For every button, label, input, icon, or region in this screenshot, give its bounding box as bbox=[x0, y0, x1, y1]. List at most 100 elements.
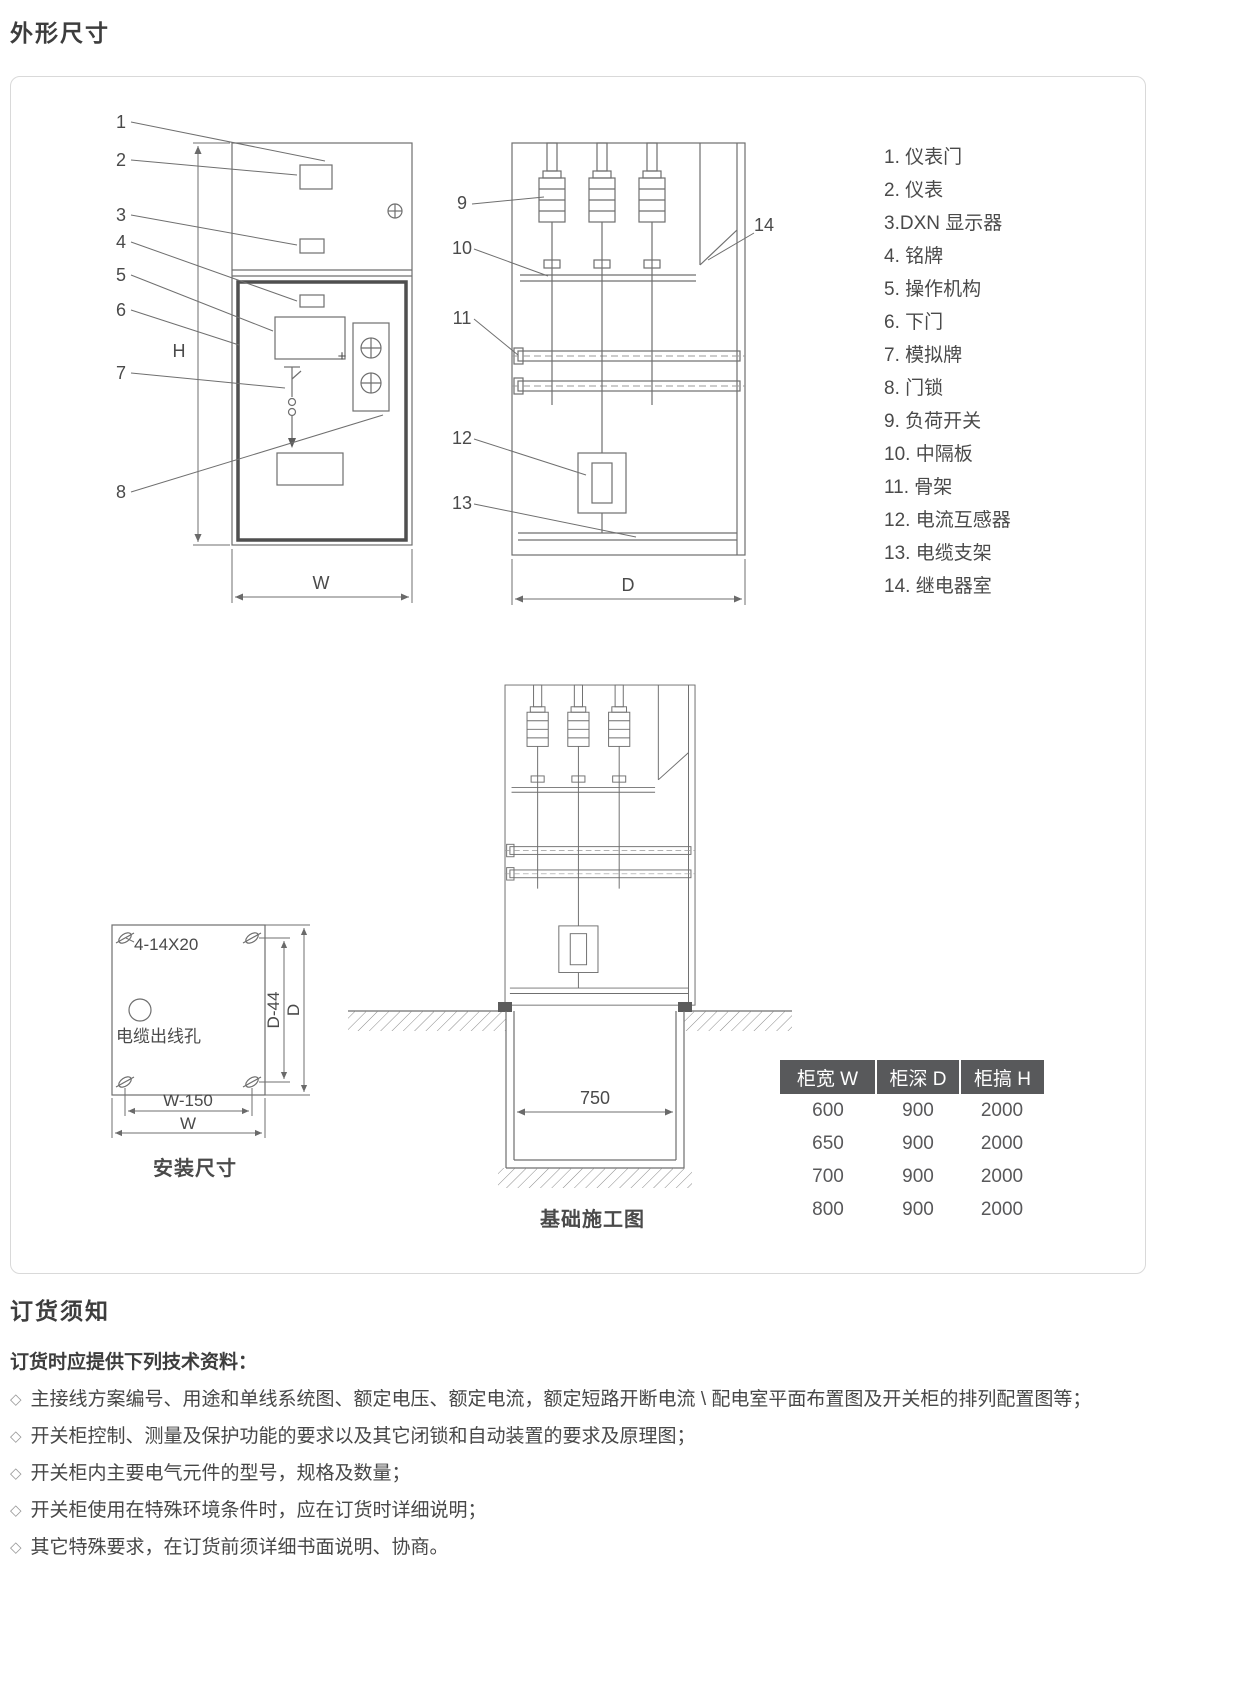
diamond-bullet-icon: ◇ bbox=[10, 1391, 22, 1408]
cell-width: 600 bbox=[780, 1094, 876, 1127]
parts-item: 5. 操作机构 bbox=[884, 279, 982, 300]
diamond-bullet-icon: ◇ bbox=[10, 1428, 22, 1445]
install-plan-body bbox=[111, 924, 266, 1096]
notes-heading: 订货时应提供下列技术资料： bbox=[10, 1352, 258, 1373]
dim-h-label: H bbox=[173, 341, 186, 361]
front-view-cabinet bbox=[231, 142, 413, 546]
note-item: ◇ 开关柜内主要电气元件的型号，规格及数量； bbox=[10, 1455, 1091, 1492]
front-view-dimensions bbox=[193, 142, 413, 603]
dim-d-label-install: D bbox=[284, 1004, 303, 1016]
dimension-table: 柜宽 W 柜深 D 柜搞 H 600 900 2000 650 900 2000… bbox=[780, 1060, 1044, 1226]
col-header-depth: 柜深 D bbox=[876, 1060, 961, 1094]
dim-w-label-install: W bbox=[180, 1114, 196, 1133]
dim-w-label: W bbox=[313, 573, 330, 593]
parts-item: 11. 骨架 bbox=[884, 477, 953, 498]
bolt-slot bbox=[115, 932, 135, 944]
parts-item: 7. 模拟牌 bbox=[884, 345, 963, 366]
callout-13: 13 bbox=[452, 493, 472, 513]
side-view-drawing: D 9 10 11 12 13 14 bbox=[452, 142, 774, 605]
callout-9: 9 bbox=[457, 193, 467, 213]
diamond-bullet-icon: ◇ bbox=[10, 1539, 22, 1556]
callout-4: 4 bbox=[116, 232, 126, 252]
front-view-drawing: + H W 1 2 3 4 5 6 7 8 bbox=[116, 112, 413, 603]
side-view-cabinet bbox=[511, 142, 746, 556]
foundation-drawing: 750 bbox=[348, 684, 792, 1188]
callout-8: 8 bbox=[116, 482, 126, 502]
parts-item: 12. 电流互感器 bbox=[884, 510, 1011, 531]
callout-6: 6 bbox=[116, 300, 126, 320]
parts-item: 1. 仪表门 bbox=[884, 147, 963, 168]
cell-width: 700 bbox=[780, 1160, 876, 1193]
cell-depth: 900 bbox=[876, 1127, 960, 1160]
page-title: 外形尺寸 bbox=[10, 20, 110, 46]
bolt-slot bbox=[115, 1076, 135, 1088]
note-item: ◇ 开关柜使用在特殊环境条件时，应在订货时详细说明； bbox=[10, 1492, 1091, 1529]
install-dim-lines bbox=[111, 924, 310, 1138]
parts-item: 8. 门锁 bbox=[884, 378, 944, 399]
callout-3: 3 bbox=[116, 205, 126, 225]
foundation-caption: 基础施工图 bbox=[540, 1209, 645, 1231]
note-item: ◇ 开关柜控制、测量及保护功能的要求以及其它闭锁和自动装置的要求及原理图； bbox=[10, 1418, 1091, 1455]
diamond-bullet-icon: ◇ bbox=[10, 1465, 22, 1482]
parts-item: 6. 下门 bbox=[884, 312, 944, 333]
pit-width-label: 750 bbox=[580, 1088, 610, 1108]
cell-depth: 900 bbox=[876, 1160, 960, 1193]
callout-12: 12 bbox=[452, 428, 472, 448]
parts-item: 13. 电缆支架 bbox=[884, 543, 992, 564]
front-view-leaders bbox=[130, 121, 384, 493]
bushing-3 bbox=[638, 142, 666, 405]
cell-height: 2000 bbox=[960, 1193, 1044, 1226]
parts-item: 9. 负荷开关 bbox=[884, 411, 982, 432]
side-view-dimensions bbox=[511, 559, 746, 605]
note-item: ◇ 其它特殊要求，在订货前须详细书面说明、协商。 bbox=[10, 1529, 1091, 1566]
col-header-height: 柜搞 H bbox=[960, 1060, 1044, 1094]
parts-item: 2. 仪表 bbox=[884, 180, 944, 201]
note-text: 开关柜使用在特殊环境条件时，应在订货时详细说明； bbox=[30, 1500, 487, 1521]
callout-11: 11 bbox=[453, 308, 472, 328]
cell-height: 2000 bbox=[960, 1127, 1044, 1160]
table-header-row: 柜宽 W 柜深 D 柜搞 H bbox=[780, 1060, 1044, 1094]
dim-d-label: D bbox=[622, 575, 635, 595]
col-header-width: 柜宽 W bbox=[780, 1060, 877, 1094]
note-text: 其它特殊要求，在订货前须详细书面说明、协商。 bbox=[30, 1537, 449, 1558]
callout-2: 2 bbox=[116, 150, 126, 170]
cell-width: 800 bbox=[780, 1193, 876, 1226]
callout-5: 5 bbox=[116, 265, 126, 285]
note-text: 开关柜内主要电气元件的型号，规格及数量； bbox=[30, 1463, 411, 1484]
note-text: 主接线方案编号、用途和单线系统图、额定电压、额定电流，额定短路开断电流 \ 配电… bbox=[30, 1389, 1092, 1410]
cell-depth: 900 bbox=[876, 1193, 960, 1226]
callout-14: 14 bbox=[754, 215, 774, 235]
install-plan-drawing: 4-14X20 电缆出线孔 D-44 D W-150 W bbox=[111, 924, 310, 1138]
side-view-leaders bbox=[471, 196, 755, 538]
cell-height: 2000 bbox=[960, 1094, 1044, 1127]
diamond-bullet-icon: ◇ bbox=[10, 1502, 22, 1519]
cell-depth: 900 bbox=[876, 1094, 960, 1127]
bolt-slot bbox=[242, 932, 262, 944]
bolt-slot bbox=[242, 1076, 262, 1088]
table-row: 700 900 2000 bbox=[780, 1160, 1044, 1193]
note-text: 开关柜控制、测量及保护功能的要求以及其它闭锁和自动装置的要求及原理图； bbox=[30, 1426, 696, 1447]
cell-width: 650 bbox=[780, 1127, 876, 1160]
parts-item: 10. 中隔板 bbox=[884, 444, 973, 465]
table-row: 800 900 2000 bbox=[780, 1193, 1044, 1226]
parts-item: 4. 铭牌 bbox=[884, 246, 944, 267]
callout-10: 10 bbox=[452, 238, 472, 258]
plus-mark: + bbox=[338, 348, 347, 365]
parts-list: 1. 仪表门 2. 仪表 3.DXN 显示器 4. 铭牌 5. 操作机构 6. … bbox=[884, 141, 1011, 603]
side-view-copy bbox=[504, 684, 696, 1006]
bushing-1 bbox=[538, 142, 566, 405]
cable-hole-label: 电缆出线孔 bbox=[116, 1027, 201, 1046]
parts-item: 14. 继电器室 bbox=[884, 576, 992, 597]
ground-and-pit bbox=[348, 1002, 792, 1188]
table-row: 650 900 2000 bbox=[780, 1127, 1044, 1160]
callout-1: 1 bbox=[116, 112, 126, 132]
install-caption: 安装尺寸 bbox=[153, 1158, 237, 1180]
callout-7: 7 bbox=[116, 363, 126, 383]
parts-item: 3.DXN 显示器 bbox=[884, 213, 1003, 234]
bolt-holes-label: 4-14X20 bbox=[134, 935, 198, 954]
bushing-2 bbox=[588, 142, 616, 453]
ordering-title: 订货须知 bbox=[10, 1298, 110, 1324]
note-item: ◇ 主接线方案编号、用途和单线系统图、额定电压、额定电流，额定短路开断电流 \ … bbox=[10, 1381, 1091, 1418]
cell-height: 2000 bbox=[960, 1160, 1044, 1193]
